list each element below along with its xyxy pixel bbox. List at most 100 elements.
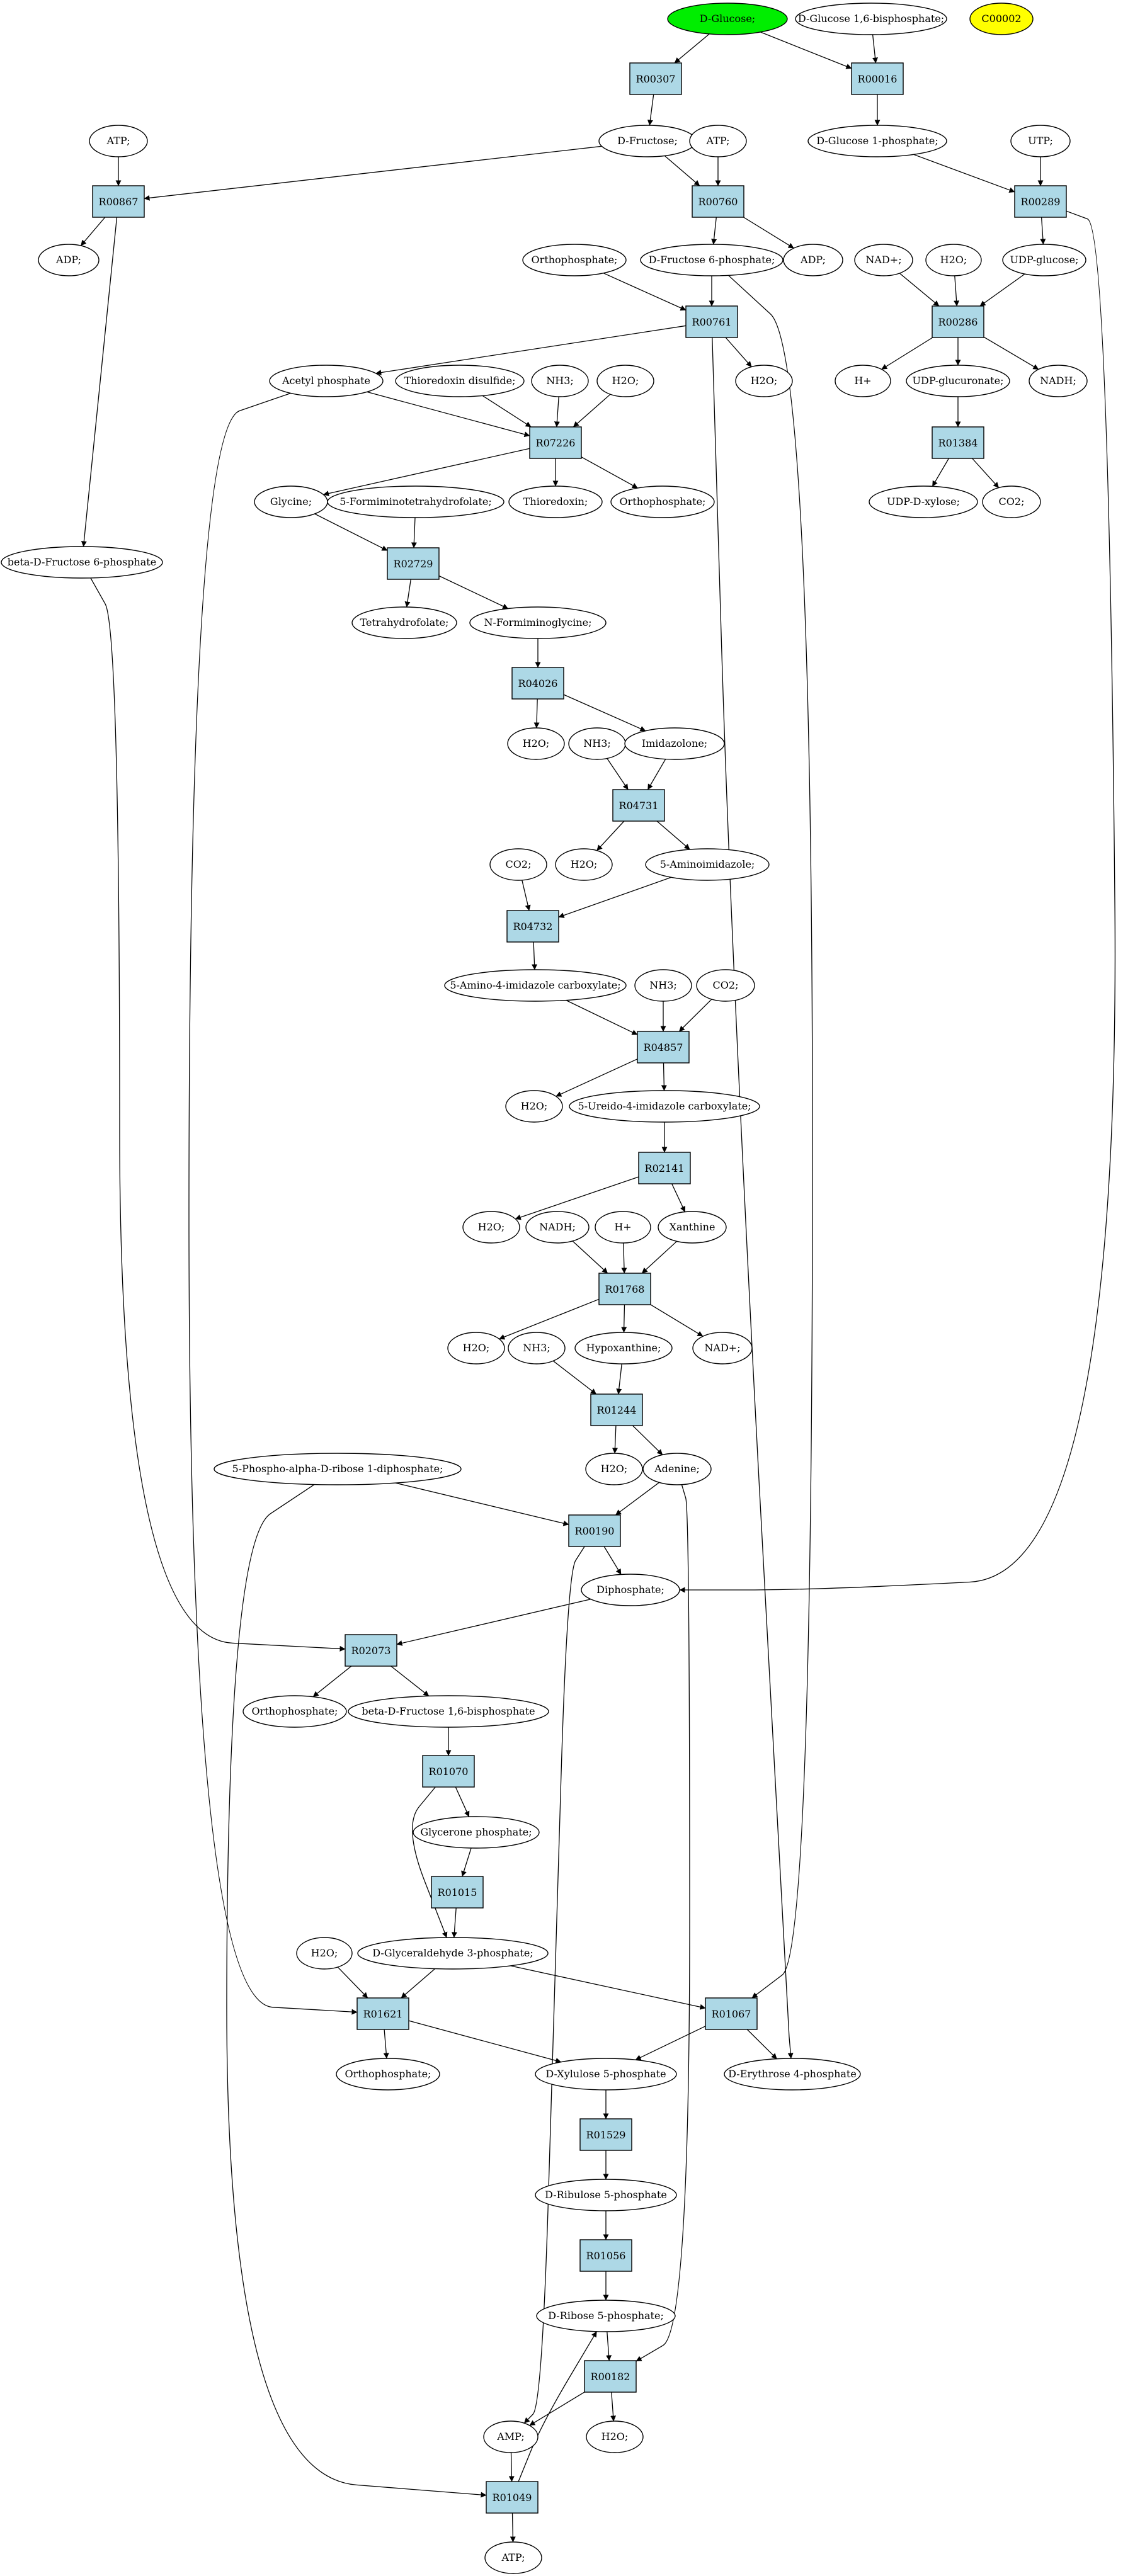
metabolite-udpxylose[interactable]: UDP-D-xylose;	[869, 485, 978, 518]
metabolite-nformgly[interactable]: N-Formiminoglycine;	[469, 606, 607, 639]
metabolite-prpp[interactable]: 5-Phospho-alpha-D-ribose 1-diphosphate;	[214, 1453, 462, 1485]
reaction-r02073[interactable]: R02073	[345, 1634, 397, 1667]
reaction-r00307[interactable]: R00307	[629, 62, 682, 95]
metabolite-dxylulose[interactable]: D-Xylulose 5-phosphate	[535, 2058, 677, 2091]
metabolite-hypoxanthine[interactable]: Hypoxanthine;	[574, 1332, 673, 1365]
metabolite-dg1p[interactable]: D-Glucose 1-phosphate;	[807, 125, 947, 157]
metabolite-atp2[interactable]: ATP;	[689, 125, 747, 157]
metabolite-nh3-a[interactable]: NH3;	[531, 365, 589, 397]
metabolite-h2o-g[interactable]: H2O;	[462, 1211, 520, 1244]
metabolite-nad2[interactable]: NAD+;	[692, 1332, 753, 1365]
metabolite-adp1[interactable]: ADP;	[38, 244, 100, 276]
metabolite-nadh2[interactable]: NADH;	[525, 1211, 590, 1244]
metabolite-nh3-c[interactable]: NH3;	[634, 969, 692, 1002]
metabolite-adenine[interactable]: Adenine;	[642, 1453, 712, 1485]
metabolite-orthophos3[interactable]: Orthophosphate;	[242, 1695, 347, 1728]
metabolite-glycerone[interactable]: Glycerone phosphate;	[413, 1816, 540, 1849]
node-ellipse	[658, 1211, 727, 1244]
reaction-r00182[interactable]: R00182	[584, 2360, 637, 2393]
metabolite-derythrose[interactable]: D-Erythrose 4-phosphate	[724, 2058, 861, 2091]
metabolite-nad1[interactable]: NAD+;	[854, 244, 913, 276]
reaction-r02729[interactable]: R02729	[387, 547, 440, 580]
metabolite-dg16bp[interactable]: D-Glucose 1,6-bisphosphate;	[795, 3, 947, 35]
metabolite-diphosphate[interactable]: Diphosphate;	[581, 1574, 680, 1606]
metabolite-h2o-i[interactable]: H2O;	[585, 1453, 643, 1485]
metabolite-nh3-b[interactable]: NH3;	[568, 727, 626, 760]
reaction-r01384[interactable]: R01384	[932, 426, 984, 459]
reaction-r00761[interactable]: R00761	[685, 305, 738, 338]
metabolite-thioredoxin[interactable]: Thioredoxin;	[508, 485, 603, 518]
metabolite-udpglucuronate[interactable]: UDP-glucuronate;	[906, 365, 1010, 397]
metabolite-formthf[interactable]: 5-Formiminotetrahydrofolate;	[327, 485, 504, 518]
metabolite-dglucose[interactable]: D-Glucose;	[667, 3, 788, 35]
metabolite-bdf16bp[interactable]: beta-D-Fructose 1,6-bisphosphate	[348, 1695, 549, 1728]
metabolite-orthophos4[interactable]: Orthophosphate;	[336, 2058, 440, 2091]
metabolite-h2o-e[interactable]: H2O;	[555, 848, 613, 881]
reaction-r01768[interactable]: R01768	[598, 1273, 651, 1305]
metabolite-nh3-d[interactable]: NH3;	[508, 1332, 566, 1365]
metabolite-atp3[interactable]: ATP;	[484, 2541, 542, 2574]
metabolite-glycine[interactable]: Glycine;	[254, 485, 328, 518]
metabolite-dfructose[interactable]: D-Fructose;	[598, 125, 697, 157]
metabolite-amp[interactable]: AMP;	[483, 2420, 539, 2453]
legend-node[interactable]: C00002	[969, 3, 1034, 35]
metabolite-h2o-k[interactable]: H2O;	[586, 2420, 644, 2453]
metabolite-acetylp[interactable]: Acetyl phosphate	[269, 365, 384, 397]
metabolite-bdf6p[interactable]: beta-D-Fructose 6-phosphate	[1, 546, 163, 579]
metabolite-xanthine[interactable]: Xanthine	[658, 1211, 727, 1244]
reaction-r01067[interactable]: R01067	[705, 1997, 758, 2030]
metabolite-co2-b[interactable]: CO2;	[489, 848, 547, 881]
reaction-r07226[interactable]: R07226	[529, 426, 582, 459]
reaction-r00760[interactable]: R00760	[692, 185, 744, 218]
reaction-r01529[interactable]: R01529	[579, 2118, 632, 2151]
edge-aminoimidcarb-to-r04857	[566, 999, 638, 1035]
reaction-r04026[interactable]: R04026	[511, 667, 564, 700]
metabolite-h2o-d[interactable]: H2O;	[507, 727, 565, 760]
reaction-r04731[interactable]: R04731	[612, 789, 665, 822]
metabolite-h2o-f[interactable]: H2O;	[505, 1090, 563, 1123]
metabolite-utp[interactable]: UTP;	[1010, 125, 1071, 157]
metabolite-orthophos1[interactable]: Orthophosphate;	[522, 244, 627, 276]
reaction-r01015[interactable]: R01015	[431, 1876, 484, 1909]
metabolite-dribose[interactable]: D-Ribose 5-phosphate;	[536, 2300, 676, 2332]
metabolite-h2o-h[interactable]: H2O;	[447, 1332, 505, 1365]
metabolite-thf[interactable]: Tetrahydrofolate;	[351, 606, 457, 639]
metabolite-h2o-b[interactable]: H2O;	[596, 365, 654, 397]
reaction-r01244[interactable]: R01244	[590, 1393, 643, 1426]
reaction-r01056[interactable]: R01056	[579, 2239, 632, 2272]
reaction-r00016[interactable]: R00016	[851, 62, 904, 95]
reaction-r00867[interactable]: R00867	[92, 185, 145, 218]
metabolite-adp2[interactable]: ADP;	[783, 244, 843, 276]
reaction-r00286[interactable]: R00286	[932, 305, 984, 338]
metabolite-dribulose[interactable]: D-Ribulose 5-phosphate	[535, 2179, 677, 2211]
metabolite-atp1[interactable]: ATP;	[89, 125, 148, 157]
metabolite-h2o-c[interactable]: H2O;	[735, 365, 793, 397]
node-ellipse	[327, 485, 504, 518]
metabolite-aminoimid[interactable]: 5-Aminoimidazole;	[645, 848, 770, 881]
metabolite-h2o-a[interactable]: H2O;	[925, 244, 982, 276]
reaction-r01049[interactable]: R01049	[486, 2481, 539, 2514]
metabolite-imidazolone[interactable]: Imidazolone;	[624, 727, 725, 760]
reaction-r02141[interactable]: R02141	[638, 1152, 691, 1184]
metabolite-co2-a[interactable]: CO2;	[982, 485, 1041, 518]
reaction-r04857[interactable]: R04857	[637, 1031, 690, 1064]
metabolite-co2-c[interactable]: CO2;	[696, 969, 755, 1002]
reaction-r00289[interactable]: R00289	[1014, 185, 1067, 218]
metabolite-hplus1[interactable]: H+	[835, 365, 891, 397]
metabolite-nadh1[interactable]: NADH;	[1029, 365, 1088, 397]
reaction-r01070[interactable]: R01070	[422, 1755, 475, 1788]
metabolite-aminoimidcarb[interactable]: 5-Amino-4-imidazole carboxylate;	[444, 969, 627, 1002]
reaction-r00190[interactable]: R00190	[568, 1514, 621, 1547]
metabolite-h2o-j[interactable]: H2O;	[296, 1937, 353, 1970]
metabolite-orthophos2[interactable]: Orthophosphate;	[610, 485, 715, 518]
node-label: UTP;	[1028, 135, 1053, 147]
edge-r00286-to-nadh1	[983, 336, 1039, 370]
metabolite-hplus2[interactable]: H+	[595, 1211, 651, 1244]
metabolite-udpglucose[interactable]: UDP-glucose;	[1002, 244, 1086, 276]
metabolite-df6p[interactable]: D-Fructose 6-phosphate;	[640, 244, 784, 276]
metabolite-ureidoimidcarb[interactable]: 5-Ureido-4-imidazole carboxylate;	[569, 1090, 760, 1123]
reaction-r04732[interactable]: R04732	[506, 910, 559, 943]
metabolite-thiodisulf[interactable]: Thioredoxin disulfide;	[395, 365, 525, 397]
reaction-r01621[interactable]: R01621	[356, 1997, 409, 2030]
metabolite-g3p[interactable]: D-Glyceraldehyde 3-phosphate;	[357, 1937, 549, 1970]
